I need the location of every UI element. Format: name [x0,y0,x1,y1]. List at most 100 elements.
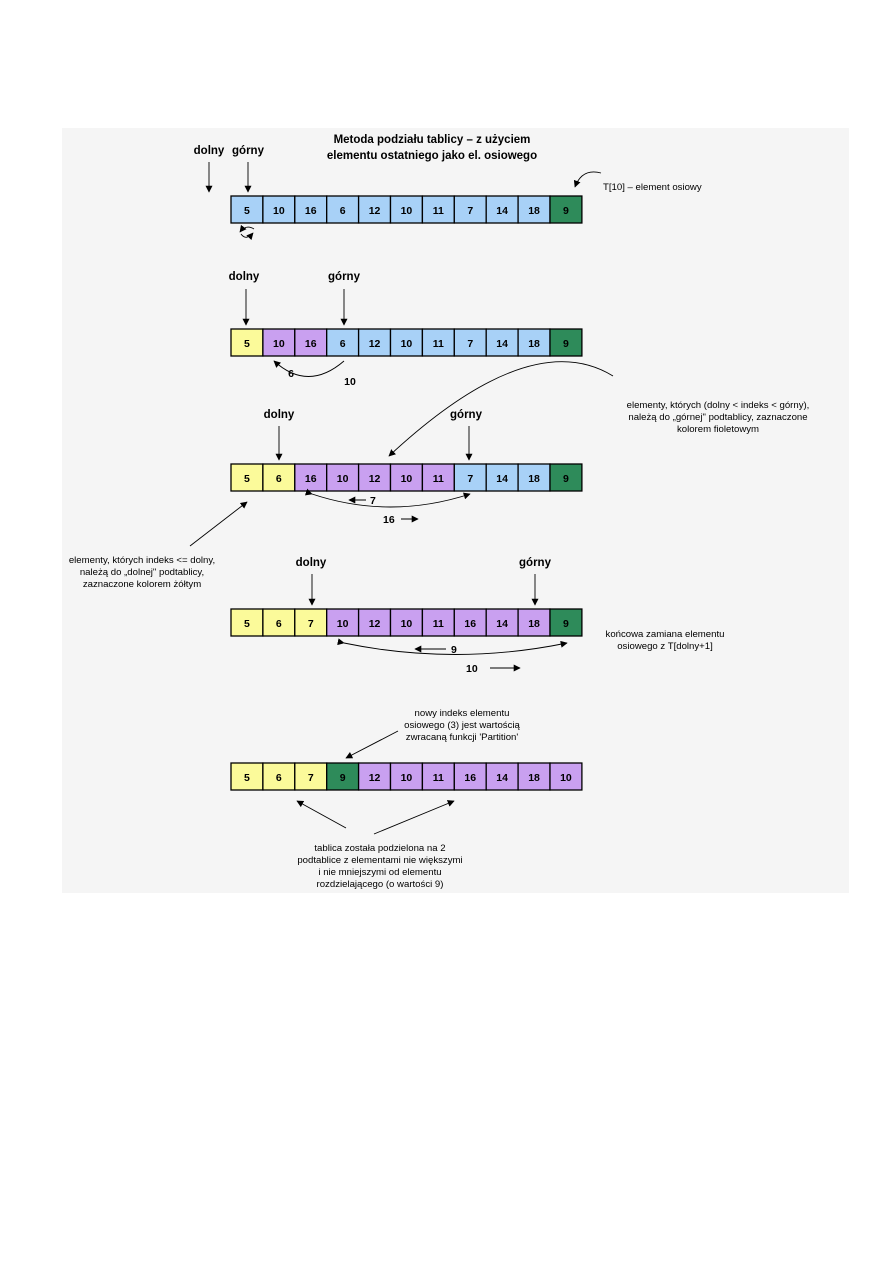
array-cell: 10 [389,328,424,357]
swap-arc-row-2 [273,360,345,377]
cell-value: 5 [244,618,250,630]
cell-value: 12 [369,618,381,630]
swap-value-10b: 10 [466,663,478,675]
array-cell: 11 [421,195,455,224]
cell-box [549,463,583,492]
cell-box [294,328,328,357]
cell-value: 11 [433,338,444,350]
cell-value: 16 [464,772,476,784]
array-cell: 10 [389,762,424,791]
dolny-label-row-3: dolny [264,409,295,421]
cell-value: 11 [433,473,444,485]
cell-value: 5 [244,772,250,784]
cell-value: 10 [401,772,413,784]
cell-value: 16 [305,205,317,217]
cell-value: 9 [563,205,569,217]
cell-box [262,762,296,791]
cell-box [485,463,519,492]
cell-box [453,608,487,637]
array-cell: 10 [326,608,360,637]
gorny-label-row-2: górny [328,271,361,283]
array-cell: 6 [262,463,296,492]
newindex-pointer [345,730,399,759]
array-cell: 10 [389,463,424,492]
split-note-line-4: rozdzielającego (o wartości 9) [317,879,444,890]
split-pointer-right [373,800,455,835]
cell-box [357,328,392,357]
cell-value: 6 [276,618,282,630]
array-cell: 16 [294,328,328,357]
cell-value: 10 [401,338,413,350]
cell-value: 11 [433,205,444,217]
array-cell: 10 [389,195,424,224]
cell-value: 16 [305,338,317,350]
upper-subarray-pointer [388,361,614,457]
cell-box [517,762,551,791]
lower-subarray-pointer [189,501,248,547]
cell-value: 7 [467,205,473,217]
cell-value: 10 [401,618,413,630]
cell-box [326,195,360,224]
cell-value: 9 [563,618,569,630]
cell-value: 10 [401,205,413,217]
split-note-line-1: tablica została podzielona na 2 [314,843,445,854]
cell-value: 9 [340,772,346,784]
cell-value: 11 [433,772,444,784]
array-cell: 5 [230,608,264,637]
cell-box [485,762,519,791]
cell-box [294,463,328,492]
array-cell: 10 [549,762,583,791]
array-cell: 10 [262,195,296,224]
cell-value: 6 [340,338,346,350]
array-cell: 14 [485,608,519,637]
array-cell: 12 [357,463,392,492]
cell-value: 10 [560,772,572,784]
array-cell: 18 [517,608,551,637]
dolny-label-row-1: dolny [194,145,225,157]
array-cell: 18 [517,762,551,791]
array-cell: 10 [389,608,424,637]
pivot-note: T[10] – element osiowy [603,182,702,193]
cell-value: 5 [244,338,250,350]
title-line-2: elementu ostatniego jako el. osiowego [327,150,537,162]
cell-value: 7 [308,618,314,630]
array-cell: 9 [549,195,583,224]
array-cell: 14 [485,762,519,791]
array-cell: 9 [549,608,583,637]
cell-value: 12 [369,205,381,217]
cell-box [549,608,583,637]
array-cell: 10 [262,328,296,357]
array-cell: 7 [453,463,487,492]
array-cell: 7 [453,195,487,224]
final-note-line-2: osiowego z T[dolny+1] [617,641,713,652]
array-cell: 12 [357,328,392,357]
array-cell: 9 [326,762,360,791]
cell-box [453,195,487,224]
cell-box [326,608,360,637]
cell-value: 7 [308,772,314,784]
swap-arc-row-4 [337,638,568,655]
cell-box [453,762,487,791]
cell-value: 12 [369,338,381,350]
array-cell: 16 [294,195,328,224]
array-cell: 5 [230,463,264,492]
array-cell: 6 [326,195,360,224]
array-cell: 14 [485,463,519,492]
gorny-label-row-1: górny [232,145,265,157]
array-cell: 12 [357,608,392,637]
upper-note-line-3: kolorem fioletowym [677,424,759,435]
array-cell: 12 [357,762,392,791]
cell-box [549,762,583,791]
cell-value: 6 [276,473,282,485]
array-cell: 11 [421,463,455,492]
array-cell: 14 [485,195,519,224]
cell-value: 14 [496,205,508,217]
cell-value: 7 [467,338,473,350]
array-cell: 9 [549,463,583,492]
cell-value: 9 [563,473,569,485]
final-note-line-1: końcowa zamiana elementu [606,629,725,640]
newindex-note-line-3: zwracaną funkcji 'Partition' [406,732,519,743]
